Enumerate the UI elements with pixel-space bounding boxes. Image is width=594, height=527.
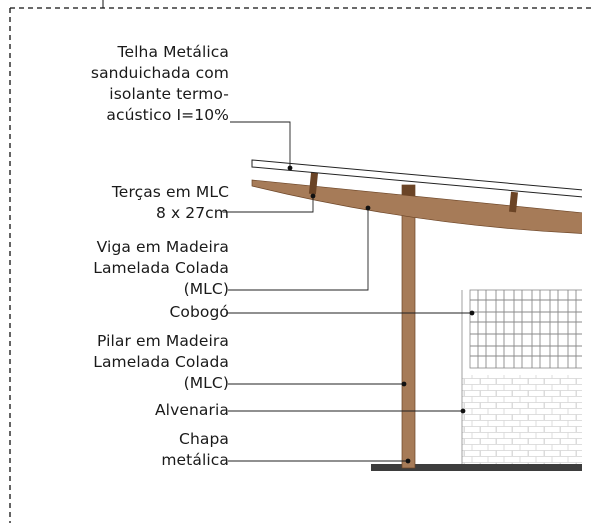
cobogo-grid: [470, 290, 582, 368]
leader-telha: [230, 121, 291, 168]
label-viga: Viga em Madeira Lamelada Colada (MLC): [93, 238, 229, 298]
label-pilar: Pilar em Madeira Lamelada Colada (MLC): [93, 332, 229, 392]
floor-plate: [371, 464, 582, 471]
terca-1: [308, 171, 319, 195]
leader-dots: [287, 165, 475, 464]
leader-tercas: [223, 196, 314, 213]
label-telha: Telha Metálica sanduichada com isolante …: [90, 43, 229, 124]
telha-roof: [251, 159, 582, 198]
pilar-column: [401, 184, 416, 469]
frame-border: [9, 7, 594, 523]
cobogo-panel: [469, 289, 582, 369]
viga-beam: [251, 179, 582, 234]
alvenaria-wall: [462, 375, 582, 467]
label-alvenaria: Alvenaria: [154, 401, 229, 419]
leader-viga: [228, 208, 369, 291]
terca-2: [509, 191, 518, 213]
label-tercas: Terças em MLC 8 x 27cm: [111, 183, 229, 222]
label-chapa: Chapa metálica: [161, 430, 229, 469]
label-cobogo: Cobogó: [169, 303, 229, 321]
leader-lines: [223, 121, 472, 462]
